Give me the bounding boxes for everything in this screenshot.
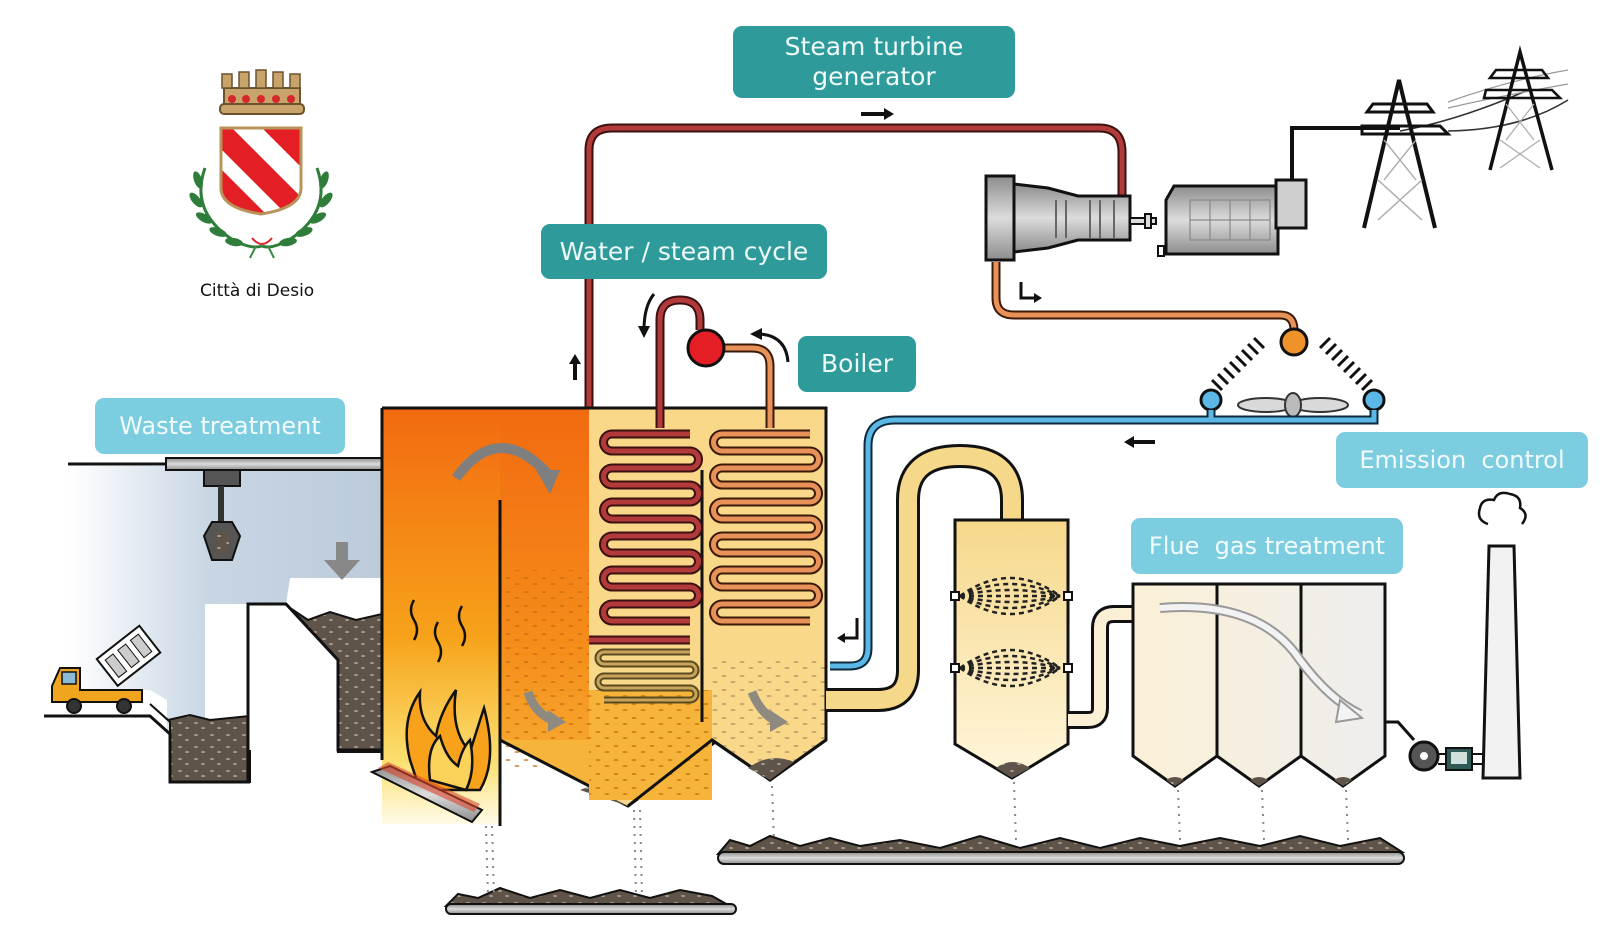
transmission-tower-icon [1482,45,1564,171]
falling-ash [485,781,1349,897]
dump-truck-icon [51,624,162,714]
air-cooled-condenser-icon [1199,327,1386,418]
spray-line [959,594,1061,610]
label-water-steam-cycle: Water / steam cycle [541,224,827,279]
label-waste-treatment-text: Waste treatment [119,411,321,440]
label-flue-gas-treatment-text: Flue gas treatment [1148,531,1386,560]
spray-line [959,666,1061,682]
arrow-up-icon [569,354,581,380]
condensate-pipe [991,262,1299,331]
grate-icon [369,762,484,824]
label-boiler-text: Boiler [821,349,893,378]
scrubber-tower [950,518,1073,780]
crown-icon [219,69,305,115]
spray-line [959,666,1061,676]
arrow-down-right-icon [1019,282,1042,303]
waste-bunker [44,457,383,784]
arrow-down-left-icon [837,618,859,643]
crane-grab-icon [202,469,242,561]
chimney-stack [1481,544,1522,780]
induced-draft-fan-icon [1408,740,1440,772]
label-steam-turbine-generator: Steam turbine generator [733,26,1015,98]
economizer-coil [709,429,823,626]
label-water-steam-cycle-text: Water / steam cycle [559,236,809,266]
spray-line [959,648,1061,670]
laurel-wreath-icon [189,167,333,259]
coil-tube [601,431,701,624]
smoke-cloud-icon [1477,491,1527,526]
label-emission-control-text: Emission control [1359,445,1565,474]
furnace [380,406,719,826]
spray-line [959,588,1061,598]
transmission-tower-icon [1360,79,1452,229]
superheater-coil [599,429,703,626]
arrow-left-icon [1124,436,1155,448]
emblem-caption: Città di Desio [200,281,315,301]
arrow-right-icon [861,108,894,120]
fan-icon [1237,392,1349,418]
spray-line [959,576,1061,598]
label-waste-treatment: Waste treatment [95,398,345,454]
label-flue-gas-treatment: Flue gas treatment [1131,518,1403,574]
ash-conveyor-main [715,834,1406,865]
boiler-drum-icon [686,328,726,368]
spray-line [959,666,1061,688]
city-emblem [189,69,333,259]
spray-line [959,594,1061,604]
label-emission-control: Emission control [1336,432,1588,488]
flame-icon [405,599,492,792]
evaporator-coil [594,648,700,704]
arrow-left-curved-icon [750,328,790,363]
spray-line [959,594,1061,616]
coil-tube [711,431,821,624]
label-boiler: Boiler [798,336,916,392]
arrow-down-curved-icon [638,293,656,338]
spray-line [959,654,1061,670]
ash-conveyor-bottom [443,886,737,915]
label-steam-turbine-line1: Steam turbine [784,32,964,61]
generator-icon [1157,178,1308,257]
label-steam-turbine-line2: generator [812,62,936,91]
bag-filter [1131,582,1387,788]
arrow-down-icon [324,542,360,580]
steam-turbine-icon [984,174,1157,262]
monitoring-device-icon [1445,747,1473,771]
spray-line [959,582,1061,598]
power-line [1290,69,1569,202]
spray-line [959,660,1061,670]
shield-icon [219,126,303,216]
coil-tube [596,650,698,702]
